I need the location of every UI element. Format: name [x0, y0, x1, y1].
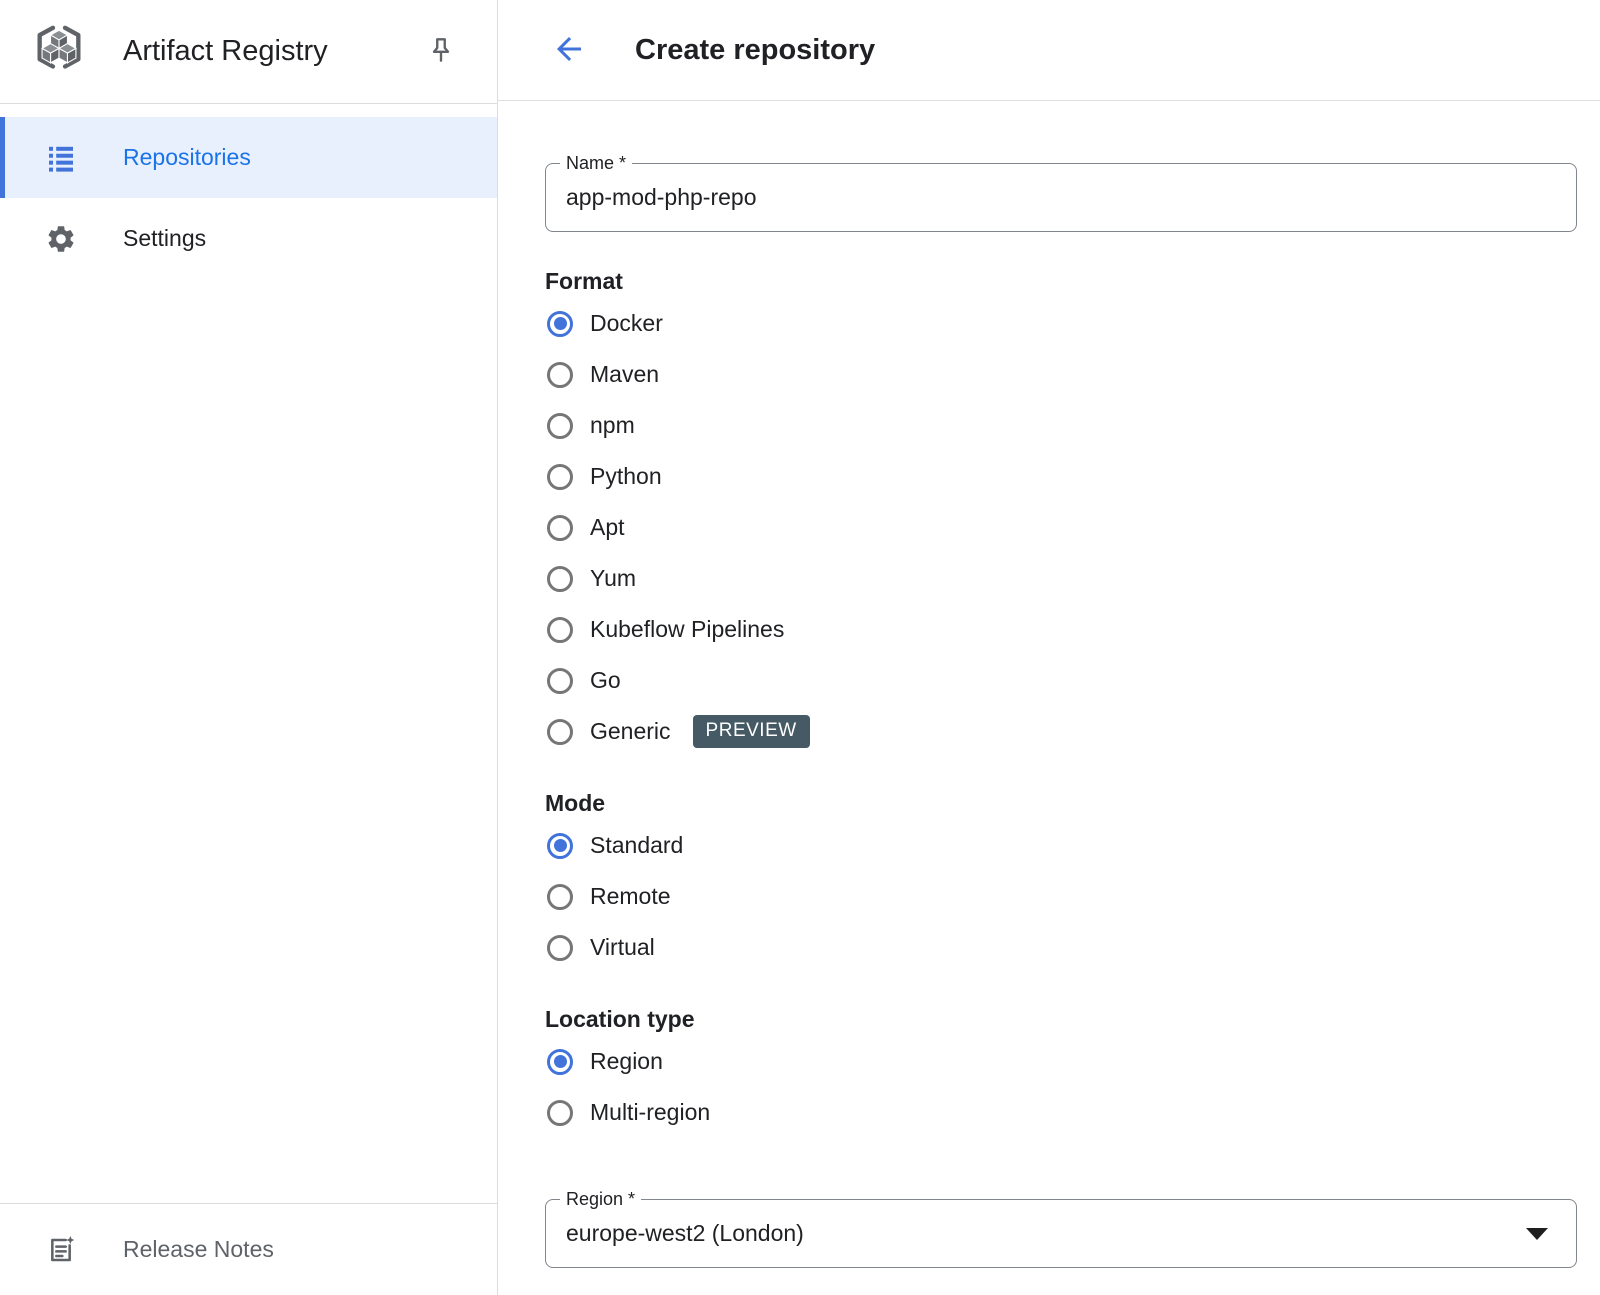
radio-icon	[547, 718, 573, 745]
sidebar-item-label: Repositories	[123, 144, 251, 170]
format-option-generic[interactable]: Generic PREVIEW	[545, 706, 1600, 757]
format-option-maven[interactable]: Maven	[545, 349, 1600, 400]
location-type-heading: Location type	[545, 1006, 695, 1032]
release-notes-icon	[45, 1234, 77, 1266]
location-option-region[interactable]: Region	[545, 1036, 1600, 1087]
name-field-label: Name *	[560, 152, 633, 174]
radio-icon	[547, 412, 573, 439]
dropdown-caret-icon	[1526, 1228, 1548, 1240]
gear-icon	[45, 223, 77, 255]
radio-icon	[547, 1048, 573, 1075]
preview-badge: PREVIEW	[692, 715, 810, 748]
radio-icon	[547, 310, 573, 337]
page-header: Create repository	[498, 0, 1600, 101]
sidebar-nav: Repositories Settings	[0, 104, 497, 1203]
sidebar-item-settings[interactable]: Settings	[0, 198, 497, 279]
sidebar: Artifact Registry	[0, 0, 498, 1295]
pin-icon	[426, 35, 456, 68]
format-heading: Format	[545, 268, 623, 294]
page-title: Create repository	[635, 33, 876, 66]
sidebar-item-label: Settings	[123, 225, 207, 251]
pin-sidebar-button[interactable]	[419, 30, 463, 74]
release-notes-link[interactable]: Release Notes	[0, 1203, 497, 1295]
radio-icon	[547, 667, 573, 694]
mode-option-virtual[interactable]: Virtual	[545, 922, 1600, 973]
format-option-apt[interactable]: Apt	[545, 502, 1600, 553]
sidebar-item-repositories[interactable]: Repositories	[0, 117, 497, 198]
artifact-registry-logo-icon	[30, 23, 88, 81]
product-title: Artifact Registry	[123, 35, 328, 67]
format-radio-group: Docker Maven npm Python Apt	[545, 298, 1600, 757]
radio-icon	[547, 565, 573, 592]
format-option-yum[interactable]: Yum	[545, 553, 1600, 604]
radio-icon	[547, 616, 573, 643]
format-option-python[interactable]: Python	[545, 451, 1600, 502]
radio-icon	[547, 934, 573, 961]
region-selected-value: europe-west2 (London)	[566, 1220, 804, 1246]
region-field-wrap: Region * europe-west2 (London)	[545, 1188, 1600, 1268]
sidebar-header: Artifact Registry	[0, 0, 497, 104]
back-button[interactable]	[550, 31, 588, 69]
radio-icon	[547, 832, 573, 859]
mode-option-remote[interactable]: Remote	[545, 871, 1600, 922]
mode-heading: Mode	[545, 790, 606, 816]
location-option-multi-region[interactable]: Multi-region	[545, 1087, 1600, 1138]
region-select[interactable]: Region * europe-west2 (London)	[545, 1188, 1577, 1268]
release-notes-label: Release Notes	[123, 1236, 274, 1262]
mode-radio-group: Standard Remote Virtual	[545, 820, 1600, 973]
region-field-label: Region *	[560, 1188, 642, 1210]
radio-icon	[547, 1099, 573, 1126]
arrow-back-icon	[551, 31, 587, 70]
radio-icon	[547, 883, 573, 910]
location-type-radio-group: Region Multi-region	[545, 1036, 1600, 1138]
format-option-kubeflow-pipelines[interactable]: Kubeflow Pipelines	[545, 604, 1600, 655]
create-repository-form: Name * Format Docker Maven npm	[498, 101, 1600, 1268]
radio-icon	[547, 361, 573, 388]
radio-icon	[547, 514, 573, 541]
format-option-go[interactable]: Go	[545, 655, 1600, 706]
main-panel: Create repository Name * Format Docker M…	[498, 0, 1600, 1295]
mode-option-standard[interactable]: Standard	[545, 820, 1600, 871]
name-input[interactable]	[566, 164, 1556, 231]
format-option-docker[interactable]: Docker	[545, 298, 1600, 349]
name-field: Name *	[545, 152, 1577, 232]
list-icon	[45, 142, 77, 174]
format-option-npm[interactable]: npm	[545, 400, 1600, 451]
radio-icon	[547, 463, 573, 490]
